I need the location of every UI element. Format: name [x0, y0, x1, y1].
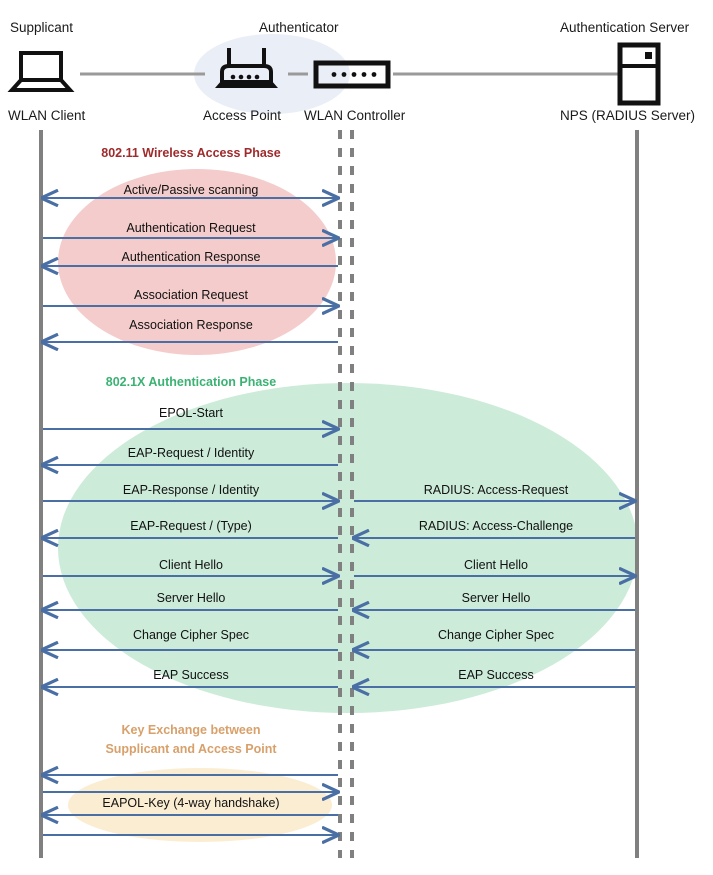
message-label: Client Hello	[464, 558, 528, 572]
phase-80211-ellipse	[58, 169, 336, 355]
phase-8021x-ellipse	[58, 383, 638, 713]
message-label: EAP-Request / Identity	[127, 446, 255, 460]
message-label: Association Request	[134, 288, 248, 302]
message-label: EAP-Request / (Type)	[130, 519, 252, 533]
server-icon	[617, 42, 661, 106]
message-label: Association Response	[129, 318, 253, 332]
message-label: Active/Passive scanning	[123, 183, 259, 197]
message-label: RADIUS: Access-Request	[423, 483, 569, 497]
role-label-auth-server: Authentication Server	[560, 20, 690, 35]
message-label: EAP Success	[458, 668, 534, 682]
message-arrows-left	[43, 198, 338, 835]
phase-keyexchange-ellipse	[68, 768, 332, 842]
phase-label-keyexchange-line1: Key Exchange between	[121, 723, 261, 737]
message-label: Client Hello	[159, 558, 223, 572]
message-label: Change Cipher Spec	[132, 628, 250, 642]
phase-label-keyexchange-line2: Supplicant and Access Point	[105, 742, 277, 756]
message-label-eapol-key: EAPOL-Key (4-way handshake)	[102, 796, 280, 810]
message-label: Authentication Request	[126, 221, 256, 235]
message-label: RADIUS: Access-Challenge	[418, 519, 574, 533]
message-label: EPOL-Start	[159, 406, 223, 420]
message-arrows-right	[354, 501, 635, 687]
message-label: Server Hello	[461, 591, 531, 605]
device-label-wlan-controller: WLAN Controller	[304, 108, 406, 123]
phase-label-80211: 802.11 Wireless Access Phase	[101, 146, 281, 160]
role-label-supplicant: Supplicant	[10, 20, 74, 35]
device-label-nps-radius-server: NPS (RADIUS Server)	[560, 108, 696, 123]
device-label-wlan-client: WLAN Client	[8, 108, 86, 123]
message-label: EAP Success	[153, 668, 229, 682]
device-label-access-point: Access Point	[203, 108, 282, 123]
message-label: EAP-Response / Identity	[122, 483, 260, 497]
phase-label-8021x: 802.1X Authentication Phase	[105, 375, 277, 389]
message-label: Change Cipher Spec	[437, 628, 555, 642]
wlan-controller-icon	[313, 60, 391, 89]
message-label: Authentication Response	[121, 250, 261, 264]
message-label: Server Hello	[156, 591, 226, 605]
wireless-access-point-icon	[215, 48, 278, 88]
role-label-authenticator: Authenticator	[259, 20, 339, 35]
laptop-icon	[7, 51, 75, 92]
